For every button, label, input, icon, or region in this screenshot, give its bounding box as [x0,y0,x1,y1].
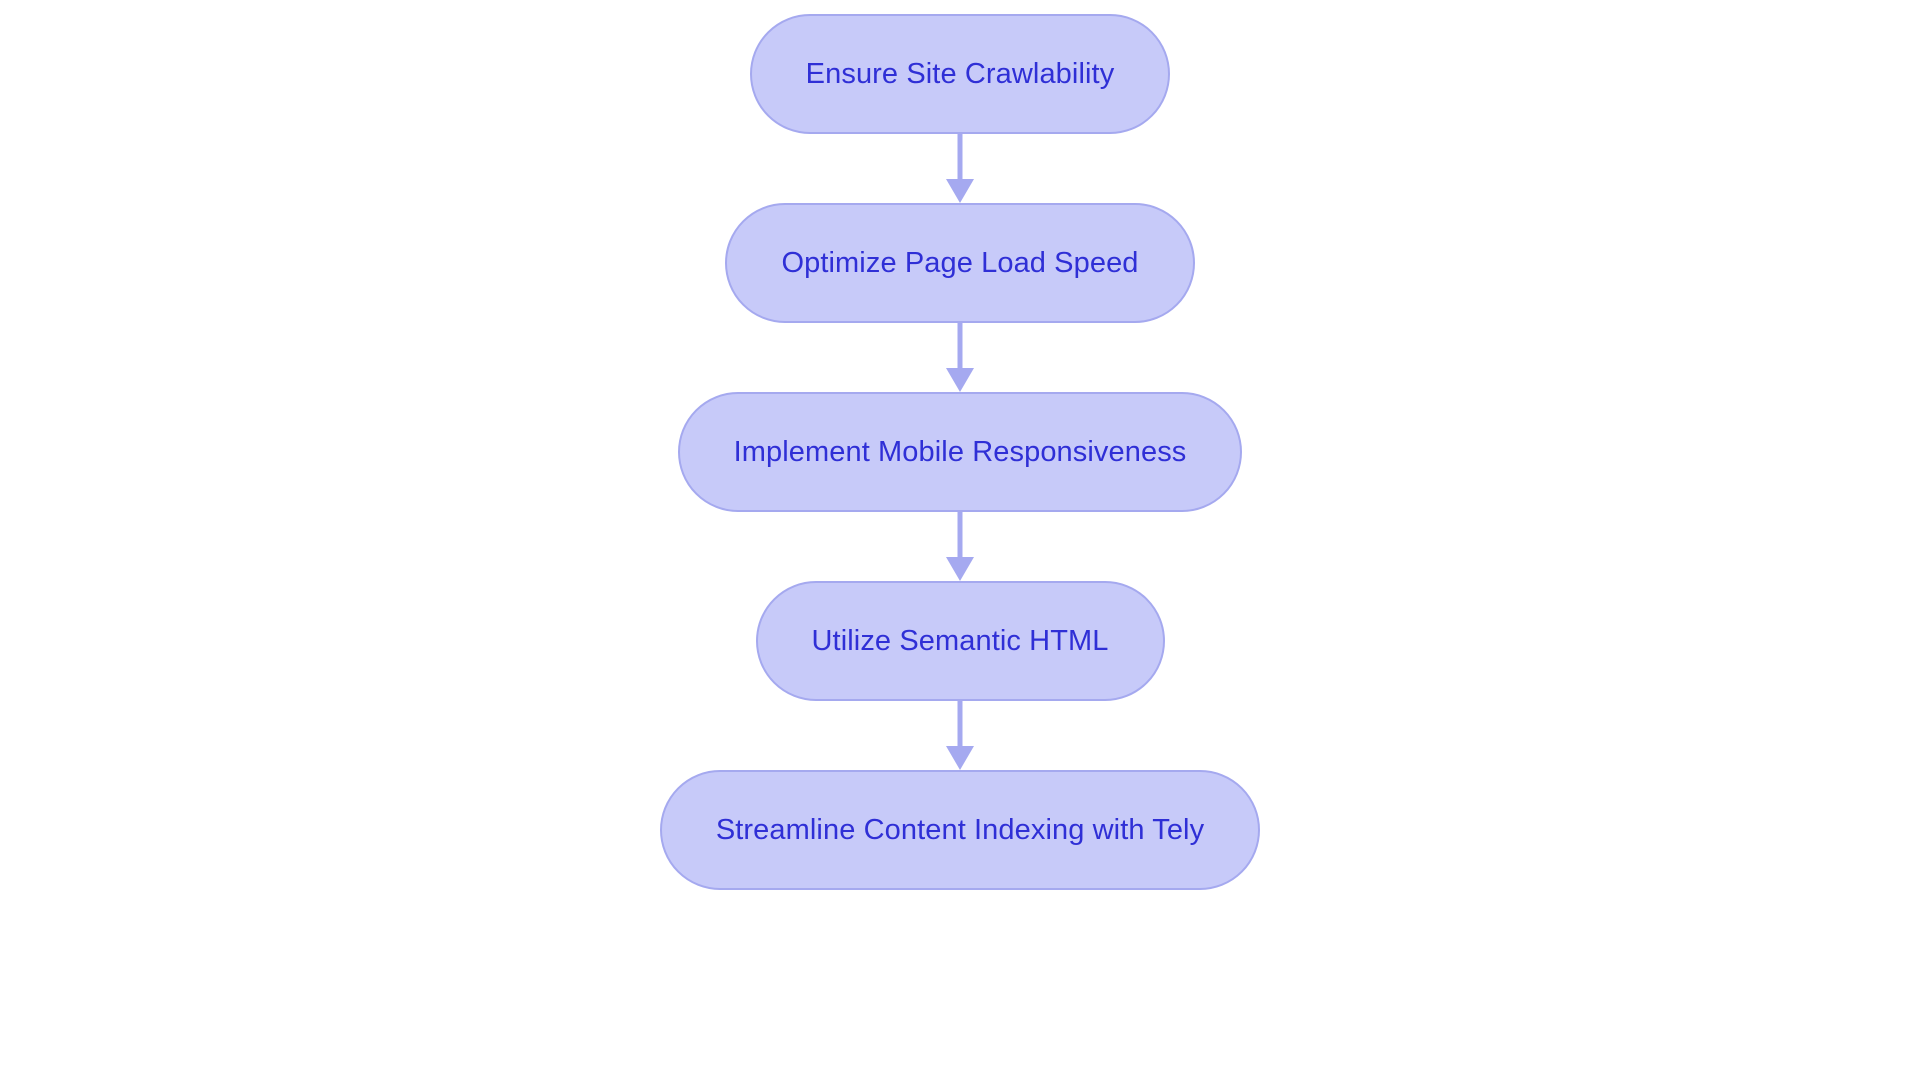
flow-node-ensure-site-crawlability[interactable]: Ensure Site Crawlability [749,14,1171,134]
flow-node-streamline-content-indexing-with-tely[interactable]: Streamline Content Indexing with Tely [659,770,1261,890]
flow-node-label: Ensure Site Crawlability [805,57,1115,90]
flow-arrow-4-to-5 [940,701,980,770]
flow-node-optimize-page-load-speed[interactable]: Optimize Page Load Speed [725,203,1195,323]
flow-node-label: Optimize Page Load Speed [781,246,1139,279]
flow-node-utilize-semantic-html[interactable]: Utilize Semantic HTML [755,581,1165,701]
flow-node-label: Utilize Semantic HTML [811,624,1109,657]
flow-node-label: Implement Mobile Responsiveness [733,435,1187,468]
flow-node-implement-mobile-responsiveness[interactable]: Implement Mobile Responsiveness [677,392,1243,512]
flow-arrow-1-to-2 [940,134,980,203]
top-spacer [960,0,961,14]
flow-arrow-2-to-3 [940,323,980,392]
flow-node-label: Streamline Content Indexing with Tely [715,813,1205,846]
flow-arrow-3-to-4 [940,512,980,581]
